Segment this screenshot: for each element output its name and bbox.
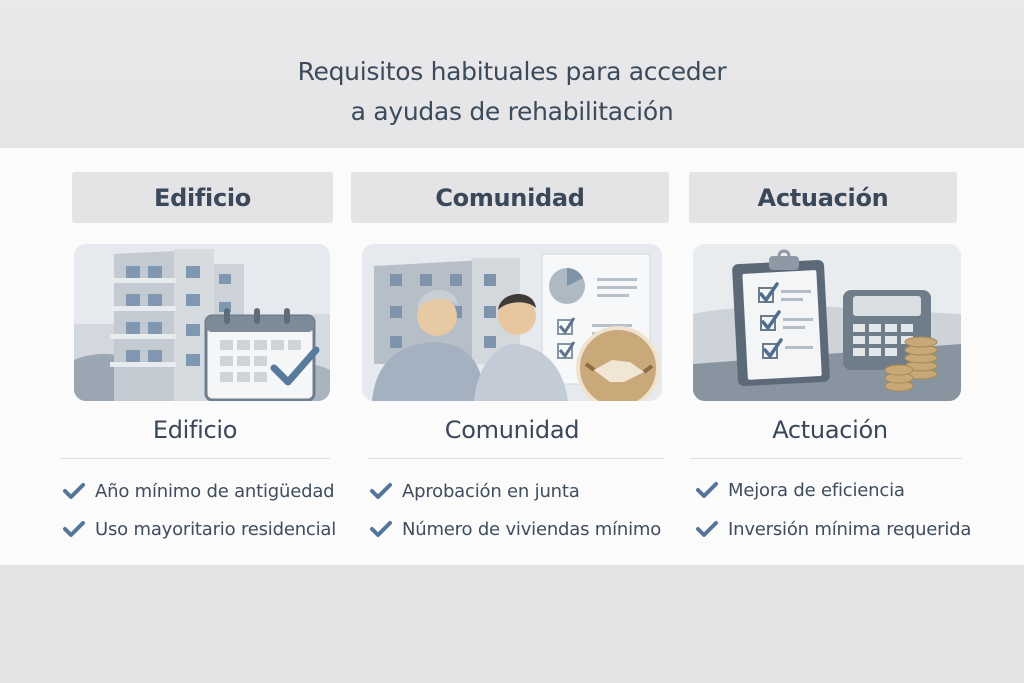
list-item: Aprobación en junta [370, 478, 580, 504]
requirement-text: Aprobación en junta [402, 480, 580, 502]
checkmark-icon [63, 483, 85, 499]
divider [368, 458, 664, 459]
list-item: Inversión mínima requerida [696, 516, 971, 542]
tab-actuacion[interactable]: Actuación [689, 172, 957, 223]
requirement-text: Uso mayoritario residencial [95, 518, 337, 540]
tab-edificio[interactable]: Edificio [72, 172, 333, 223]
footer-band [0, 565, 1024, 683]
checkmark-icon [696, 521, 718, 537]
checkmark-icon [63, 521, 85, 537]
title-line-1: Requisitos habituales para acceder [297, 57, 727, 86]
checkmark-icon [370, 483, 392, 499]
checkmark-icon [696, 482, 718, 498]
building-calendar-illustration [74, 244, 330, 401]
subtitle-edificio: Edificio [152, 416, 238, 444]
requirement-text: Número de viviendas mínimo [402, 518, 662, 540]
header-band [0, 0, 1024, 148]
divider [60, 458, 330, 459]
requirement-text: Año mínimo de antigüedad [95, 480, 335, 502]
subtitle-comunidad: Comunidad [444, 416, 580, 444]
clipboard-calculator-illustration [693, 244, 961, 401]
checkmark-icon [370, 521, 392, 537]
title-line-2: a ayudas de rehabilitación [350, 97, 674, 126]
list-item: Año mínimo de antigüedad [63, 478, 335, 504]
requirement-text: Mejora de eficiencia [728, 479, 905, 501]
community-handshake-illustration [362, 244, 662, 401]
list-item: Mejora de eficiencia [696, 477, 905, 503]
requirement-text: Inversión mínima requerida [728, 518, 972, 540]
divider [690, 458, 962, 459]
list-item: Uso mayoritario residencial [63, 516, 336, 542]
subtitle-actuacion: Actuación [772, 416, 888, 444]
page-title: Requisitos habituales para acceder a ayu… [0, 52, 1024, 132]
list-item: Número de viviendas mínimo [370, 516, 661, 542]
tab-comunidad[interactable]: Comunidad [351, 172, 669, 223]
